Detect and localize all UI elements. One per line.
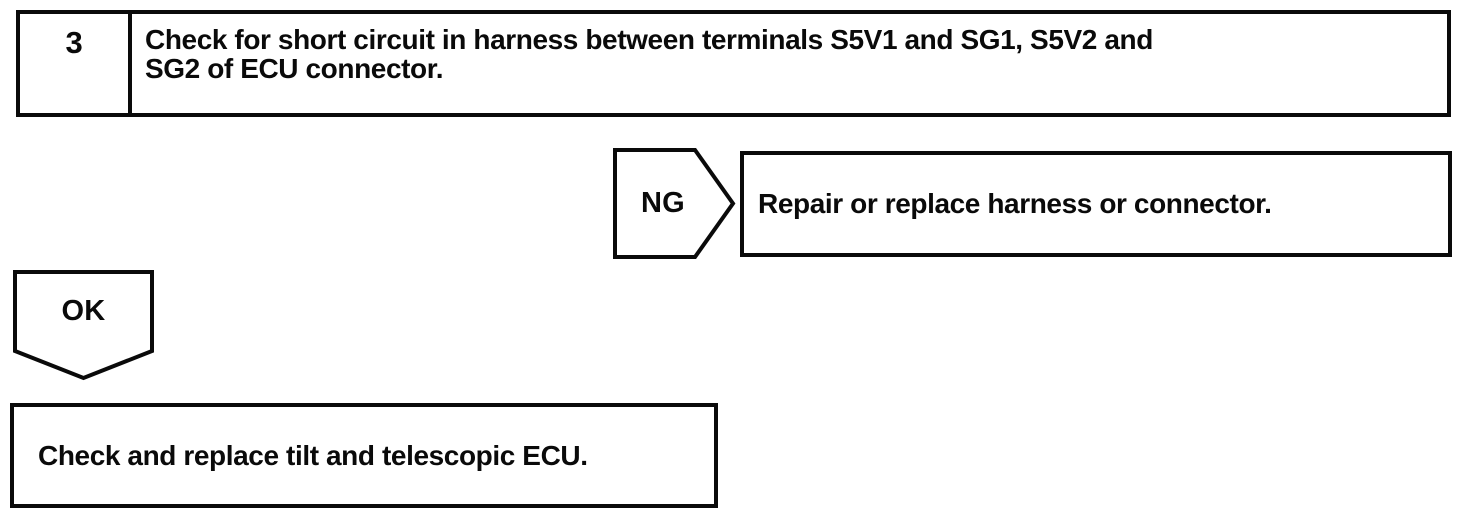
ok-label: OK bbox=[61, 295, 106, 327]
ng-label: NG bbox=[640, 187, 686, 219]
ng-action-text: Repair or replace harness or connector. bbox=[758, 188, 1272, 219]
step-number: 3 bbox=[20, 14, 132, 113]
ok-action-text: Check and replace tilt and telescopic EC… bbox=[38, 439, 588, 471]
ng-arrow-icon bbox=[613, 148, 736, 259]
step-instruction: Check for short circuit in harness betwe… bbox=[145, 24, 1153, 84]
ng-action-box: Repair or replace harness or connector. bbox=[740, 151, 1452, 257]
step-box: 3 Check for short circuit in harness bet… bbox=[16, 10, 1451, 117]
ok-action-box: Check and replace tilt and telescopic EC… bbox=[10, 403, 718, 508]
ok-arrow-icon bbox=[13, 270, 154, 381]
